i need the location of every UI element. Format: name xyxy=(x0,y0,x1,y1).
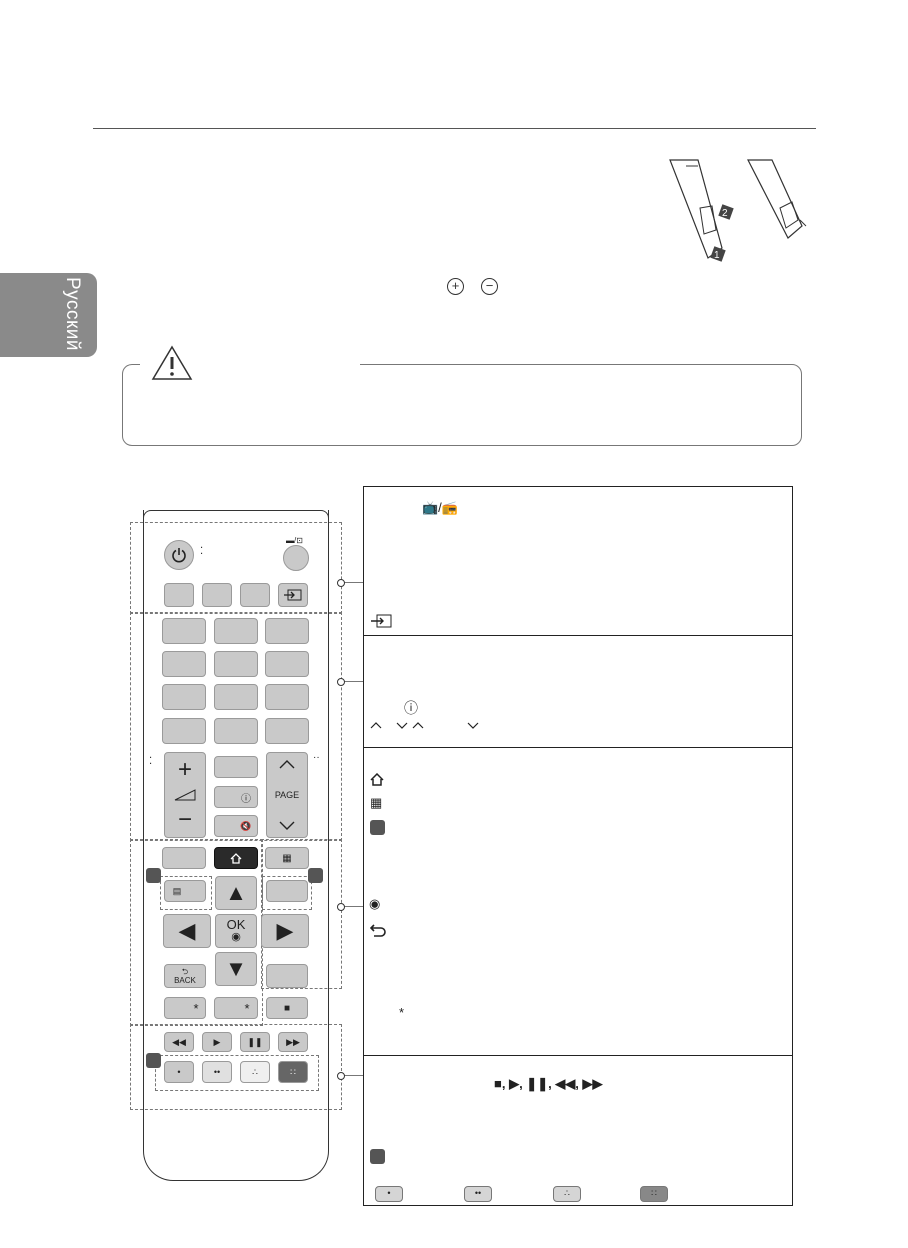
down-arrow-button[interactable]: ▼ xyxy=(215,952,257,986)
green-button-symbol: •• xyxy=(464,1186,492,1202)
back-label: BACK xyxy=(174,975,196,985)
remote-button[interactable] xyxy=(240,583,270,607)
chevron-up-icon[interactable] xyxy=(278,759,296,769)
chevron-down-icon[interactable] xyxy=(278,821,296,831)
description-panel xyxy=(363,486,793,1206)
number-button[interactable] xyxy=(265,618,309,644)
number-button[interactable] xyxy=(162,618,206,644)
home-icon xyxy=(230,852,242,864)
remote-button[interactable] xyxy=(164,583,194,607)
fast-forward-button[interactable]: ▶▶ xyxy=(278,1032,308,1052)
remote-button[interactable] xyxy=(162,847,206,869)
svg-text:2: 2 xyxy=(722,208,728,219)
ok-icon: ◉ xyxy=(369,896,381,911)
language-tab-label: Русский xyxy=(62,277,83,351)
pause-button[interactable]: ❚❚ xyxy=(240,1032,270,1052)
number-button[interactable] xyxy=(214,651,258,677)
language-tab: Русский xyxy=(0,273,97,357)
color-marker xyxy=(146,868,161,883)
volume-down[interactable]: − xyxy=(177,806,192,833)
number-button[interactable] xyxy=(214,684,258,710)
back-icon xyxy=(370,924,386,937)
input-icon xyxy=(284,589,302,601)
back-button[interactable]: ⮌ BACK xyxy=(164,964,206,988)
warning-triangle-icon xyxy=(151,345,193,380)
remote-button[interactable] xyxy=(266,964,308,988)
home-icon xyxy=(370,773,384,786)
remote-button[interactable] xyxy=(214,756,258,778)
tv-radio-icon: ▬/⊡ xyxy=(286,536,303,545)
apps-button[interactable]: ▦ xyxy=(265,847,309,869)
tv-radio-icon: 📺/📻 xyxy=(422,500,458,515)
info-icon: ⓘ xyxy=(404,700,418,716)
dpad: ▲ ◀ OK ◉ ▶ ▼ xyxy=(163,872,309,986)
page-label: PAGE xyxy=(274,790,300,800)
number-button[interactable] xyxy=(162,684,206,710)
volume-rocker[interactable]: + − xyxy=(164,752,206,838)
remote-body xyxy=(143,510,329,1181)
color-marker xyxy=(308,868,323,883)
blue-button-symbol: ∷ xyxy=(640,1186,668,1202)
number-button[interactable] xyxy=(265,651,309,677)
number-button[interactable] xyxy=(265,718,309,744)
number-button[interactable] xyxy=(162,718,206,744)
play-button[interactable]: ▶ xyxy=(202,1032,232,1052)
star-button[interactable]: * xyxy=(214,997,258,1019)
number-button[interactable] xyxy=(214,718,258,744)
color-marker xyxy=(146,1053,161,1068)
battery-cover-illustration: 2 1 xyxy=(669,159,807,262)
green-button[interactable]: •• xyxy=(202,1061,232,1083)
up-arrow-button[interactable]: ▲ xyxy=(215,876,257,910)
chevron-icons xyxy=(370,722,479,729)
remote-button[interactable] xyxy=(266,880,308,902)
star-symbol: * xyxy=(399,1005,405,1020)
rewind-button[interactable]: ◀◀ xyxy=(164,1032,194,1052)
star-button[interactable]: * xyxy=(164,997,206,1019)
power-button[interactable] xyxy=(164,540,194,570)
volume-up[interactable]: + xyxy=(177,756,192,783)
color-marker xyxy=(370,1149,385,1164)
info-icon: ⓘ xyxy=(241,793,251,805)
info-button[interactable]: ⓘ xyxy=(214,786,258,808)
playback-symbols: ■, ▶, ❚❚, ◀◀, ▶▶ xyxy=(494,1076,603,1091)
top-rule xyxy=(93,128,816,129)
svg-text:1: 1 xyxy=(714,250,720,261)
ok-button[interactable]: OK ◉ xyxy=(215,914,257,948)
grid-icon: ▦ xyxy=(282,852,292,864)
number-button[interactable] xyxy=(162,651,206,677)
input-icon xyxy=(371,614,392,628)
number-button[interactable] xyxy=(265,684,309,710)
home-button[interactable] xyxy=(214,847,258,869)
power-icon xyxy=(172,548,186,563)
red-button[interactable]: • xyxy=(164,1061,194,1083)
blue-button[interactable]: ∷ xyxy=(278,1061,308,1083)
right-arrow-button[interactable]: ▶ xyxy=(261,914,309,948)
volume-icon xyxy=(174,789,196,801)
mute-button[interactable]: 🔇 xyxy=(214,815,258,837)
number-button[interactable] xyxy=(214,618,258,644)
input-button[interactable] xyxy=(278,583,308,607)
yellow-button[interactable]: ∴ xyxy=(240,1061,270,1083)
mute-icon: 🔇 xyxy=(240,820,252,831)
color-marker xyxy=(370,820,385,835)
remote-button[interactable] xyxy=(202,583,232,607)
grid-icon: ▦ xyxy=(370,795,383,810)
stop-button[interactable]: ■ xyxy=(266,997,308,1019)
red-button-symbol: • xyxy=(375,1186,403,1202)
tv-radio-button[interactable] xyxy=(283,545,309,571)
page-rocker[interactable]: PAGE xyxy=(266,752,308,838)
yellow-button-symbol: ∴ xyxy=(553,1186,581,1202)
caution-box xyxy=(122,364,802,446)
plus-symbol: + xyxy=(447,278,464,295)
text-button[interactable]: ▤ xyxy=(164,880,206,902)
ok-label: OK xyxy=(226,917,246,932)
left-arrow-button[interactable]: ◀ xyxy=(163,914,211,948)
minus-symbol: − xyxy=(481,278,498,295)
